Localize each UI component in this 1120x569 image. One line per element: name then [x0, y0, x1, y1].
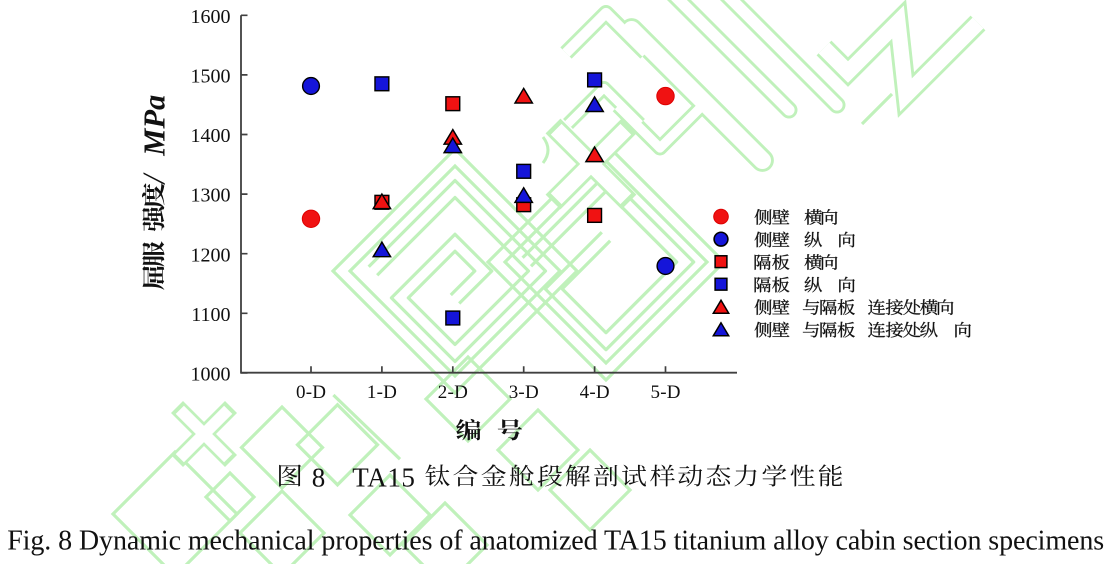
svg-text:1400: 1400	[191, 125, 231, 147]
svg-text:8: 8	[312, 462, 326, 492]
svg-text:1000: 1000	[191, 364, 231, 386]
svg-text:1-D: 1-D	[367, 382, 397, 403]
svg-text:1500: 1500	[191, 66, 231, 88]
svg-text:1300: 1300	[191, 185, 231, 207]
svg-text:4-D: 4-D	[580, 382, 610, 403]
svg-text:1200: 1200	[191, 244, 231, 266]
svg-text:Fig. 8 Dynamic mechanical prop: Fig. 8 Dynamic mechanical properties of …	[7, 525, 1104, 556]
svg-text:5-D: 5-D	[651, 382, 681, 403]
svg-text:/: /	[137, 172, 172, 186]
svg-text:MPa: MPa	[138, 95, 172, 157]
svg-text:1600: 1600	[191, 6, 231, 28]
svg-text:3-D: 3-D	[509, 382, 539, 403]
svg-text:0-D: 0-D	[296, 382, 326, 403]
svg-text:1100: 1100	[191, 304, 230, 326]
svg-text:2-D: 2-D	[438, 382, 468, 403]
svg-text:TA15: TA15	[352, 462, 415, 492]
